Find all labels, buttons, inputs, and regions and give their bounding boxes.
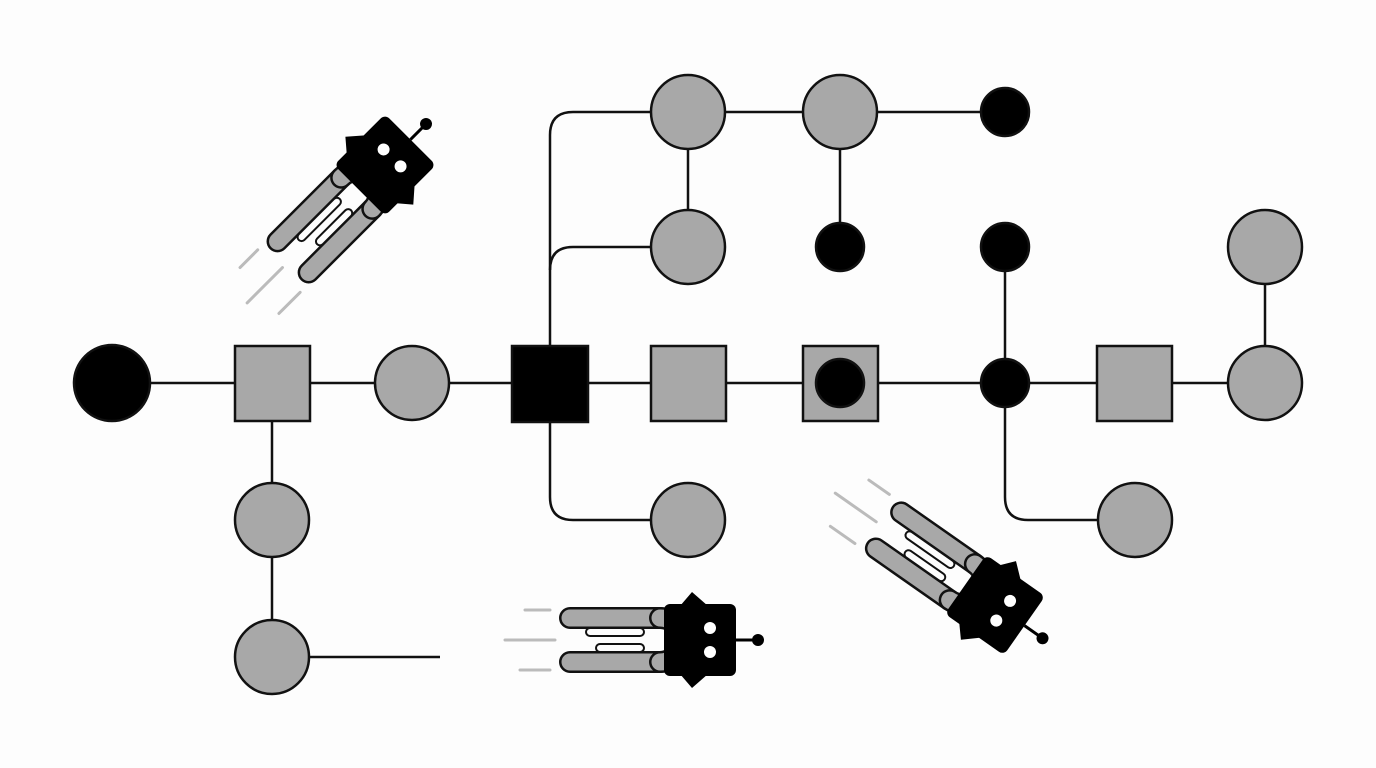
node-small-black-circle (979, 221, 1031, 273)
node-gray-square (1095, 344, 1174, 423)
robot-rocket-icon (808, 454, 1075, 681)
node-gray-circle (1226, 208, 1304, 286)
robots (213, 86, 1075, 688)
node-gray-circle (649, 208, 727, 286)
node-gray-circle (373, 344, 451, 422)
node-gray-circle (1096, 481, 1174, 559)
node-gray-circle (233, 618, 311, 696)
node-gray-circle (233, 481, 311, 559)
node-black-circle (72, 343, 152, 423)
node-small-black-circle (979, 357, 1031, 409)
node-small-black-circle (979, 86, 1031, 138)
node-black-square (510, 344, 590, 424)
robot-rocket-icon (505, 592, 764, 688)
node-gray-square (233, 344, 312, 423)
node-gray-circle (801, 73, 879, 151)
node-gray-circle (649, 481, 727, 559)
node-gray-square (649, 344, 728, 423)
node-gray-circle (1226, 344, 1304, 422)
nodes (72, 73, 1304, 696)
node-small-black-circle (814, 221, 866, 273)
robot-rocket-icon (213, 86, 464, 337)
node-gray-circle (649, 73, 727, 151)
node-inner-black-circle (814, 357, 866, 409)
